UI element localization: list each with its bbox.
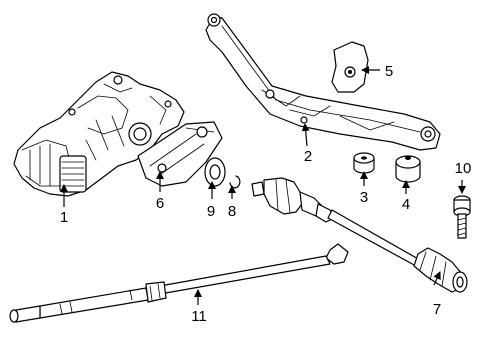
callout-8: 8 bbox=[228, 203, 236, 220]
callout-11: 11 bbox=[191, 308, 207, 325]
callout-3: 3 bbox=[360, 189, 368, 206]
callouts: 1 2 3 4 5 6 7 8 9 10 11 bbox=[60, 63, 472, 325]
callout-1: 1 bbox=[60, 209, 68, 226]
callout-6: 6 bbox=[156, 195, 164, 212]
shield-plate bbox=[331, 41, 369, 93]
leader-7 bbox=[433, 271, 441, 286]
callout-7: 7 bbox=[433, 301, 441, 318]
differential-assembly bbox=[13, 71, 185, 197]
callout-4: 4 bbox=[402, 196, 410, 213]
drive-shaft bbox=[9, 243, 349, 323]
bolt bbox=[453, 195, 471, 239]
mount-bracket bbox=[137, 121, 223, 187]
bushing bbox=[353, 152, 375, 174]
callout-2: 2 bbox=[304, 148, 312, 165]
axle-shaft bbox=[251, 177, 468, 293]
leader-lines bbox=[60, 66, 466, 305]
crossmember bbox=[205, 13, 441, 151]
leader-2 bbox=[301, 123, 310, 147]
mount-bushing bbox=[395, 155, 421, 183]
callout-9: 9 bbox=[207, 203, 215, 220]
callout-10: 10 bbox=[455, 160, 472, 177]
washer bbox=[204, 157, 226, 187]
callout-5: 5 bbox=[385, 63, 393, 80]
